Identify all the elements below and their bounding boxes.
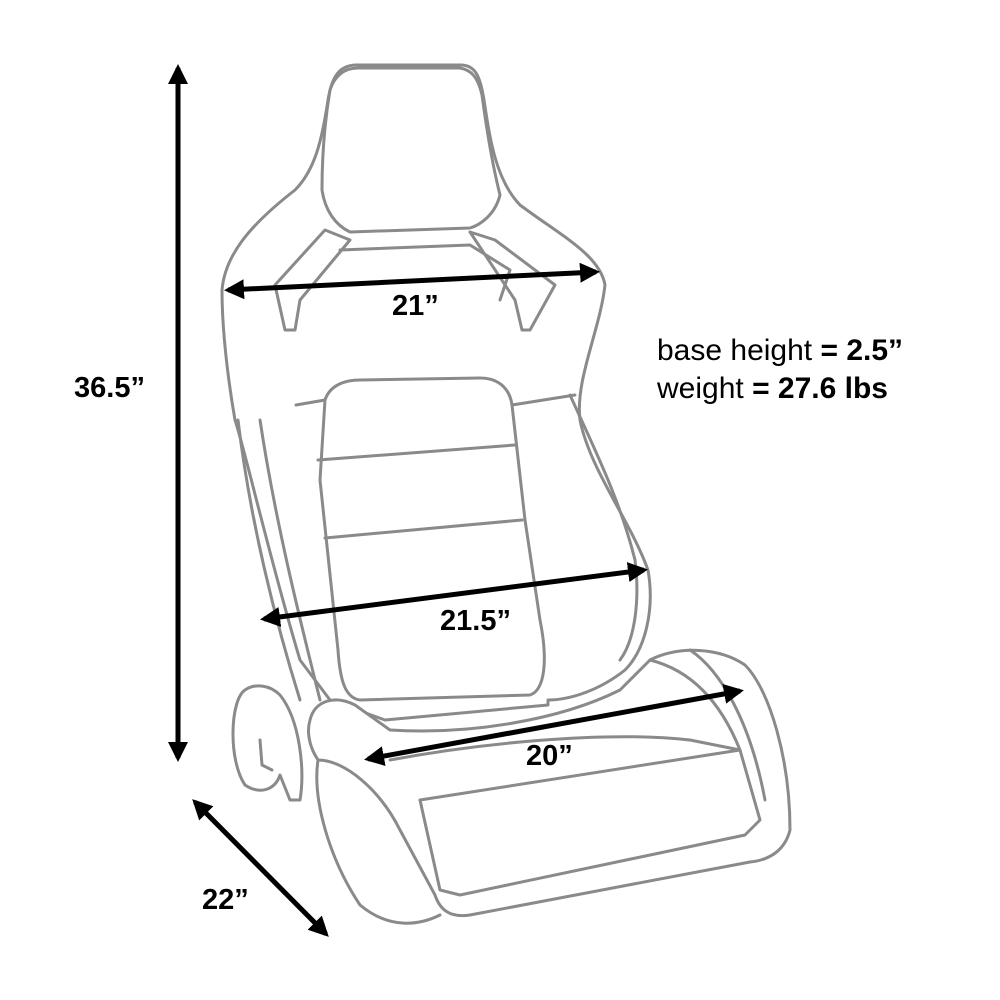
bolster-right xyxy=(510,393,639,662)
weight-label: weight xyxy=(657,372,744,405)
height-label: 36.5” xyxy=(74,372,145,404)
back-width-label: 21.5” xyxy=(440,605,511,637)
back-stitch-2 xyxy=(323,518,524,540)
back-width-arrow xyxy=(260,562,648,627)
seat-width-arrow xyxy=(364,684,744,766)
headrest-width-arrow xyxy=(224,262,600,300)
weight-value: = 27.6 lbs xyxy=(752,372,888,405)
back-stitch-1 xyxy=(316,443,517,462)
seat-width-label: 20” xyxy=(526,740,573,772)
harness-slot-right xyxy=(468,230,557,332)
depth-label: 22” xyxy=(202,884,249,916)
harness-slot-left xyxy=(273,228,352,332)
base-height-spec: base height = 2.5” xyxy=(657,334,903,368)
depth-arrow xyxy=(192,799,329,937)
recline-knob xyxy=(231,684,304,802)
base-height-label: base height xyxy=(657,334,813,367)
headrest-width-label: 21” xyxy=(392,290,439,322)
knob-detail xyxy=(258,738,274,772)
seat-back-outline xyxy=(220,63,652,722)
base-height-value: = 2.5” xyxy=(820,334,904,367)
cushion-left-bolster xyxy=(315,758,442,925)
weight-spec: weight = 27.6 lbs xyxy=(657,372,888,406)
headrest xyxy=(320,66,502,234)
